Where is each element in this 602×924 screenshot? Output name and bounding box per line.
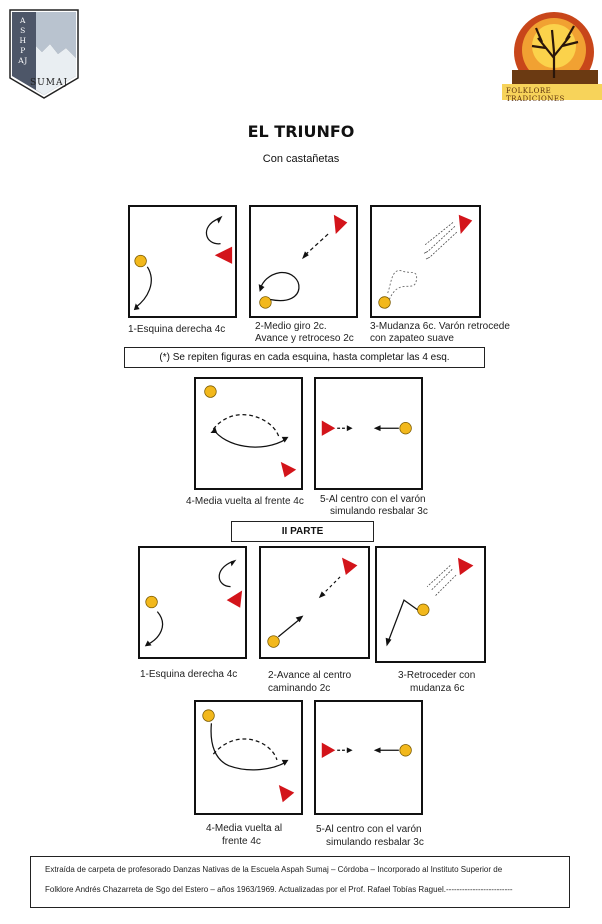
figure-box-p2-5 [314,700,423,815]
repeat-note: (*) Se repiten figuras en cada esquina, … [124,347,485,368]
figure-box-p1-3 [370,205,481,318]
figure-box-p1-4 [194,377,303,490]
source-footer: Extraída de carpeta de profesorado Danza… [30,856,570,908]
caption-p2-1: 1-Esquina derecha 4c [140,669,238,680]
caption-p1-5b: simulando resbalar 3c [330,506,428,517]
caption-p2-2a: 2-Avance al centro [268,670,352,681]
footer-line-2: Folklore Andrés Chazarreta de Sgo del Es… [45,885,513,894]
dance-subtitle: Con castañetas [262,153,340,165]
figure-box-p1-1 [128,205,237,318]
caption-p2-4a: 4-Media vuelta al [206,823,283,834]
logo-vertical-text: ASHPAJ [18,16,28,65]
caption-p2-2b: caminando 2c [268,683,331,694]
caption-p1-3b: con zapateo suave [370,333,454,344]
caption-p1-5a: 5-Al centro con el varón [320,494,426,505]
figure-box-p2-2 [259,546,370,659]
figure-box-p2-3 [375,546,486,663]
caption-p1-3a: 3-Mudanza 6c. Varón retrocede [370,321,510,332]
caption-p2-5a: 5-Al centro con el varón [316,824,422,835]
figure-box-p1-2 [249,205,358,318]
caption-p1-2b: Avance y retroceso 2c [255,333,354,344]
dance-title: EL TRIUNFO [247,122,355,141]
caption-p1-4: 4-Media vuelta al frente 4c [186,496,304,507]
caption-p2-4b: frente 4c [222,836,261,847]
part-two-heading: II PARTE [231,521,374,542]
caption-p1-1: 1-Esquina derecha 4c [128,324,226,335]
figure-box-p2-4 [194,700,303,815]
logo-caption: FOLKLORE TRADICIONES [506,87,565,103]
caption-p2-3b: mudanza 6c [410,683,465,694]
logo-horizontal-text: SUMAJ [30,78,69,88]
caption-p2-3a: 3-Retroceder con [398,670,476,681]
footer-line-1: Extraída de carpeta de profesorado Danza… [45,865,503,874]
figure-box-p1-5 [314,377,423,490]
caption-p1-2a: 2-Medio giro 2c. [255,321,327,332]
figure-box-p2-1 [138,546,247,659]
caption-p2-5b: simulando resbalar 3c [326,837,424,848]
folklore-tradiciones-logo: FOLKLORE TRADICIONES [502,10,602,103]
ashpaj-sumaj-logo: ASHPAJ SUMAJ [8,8,80,100]
